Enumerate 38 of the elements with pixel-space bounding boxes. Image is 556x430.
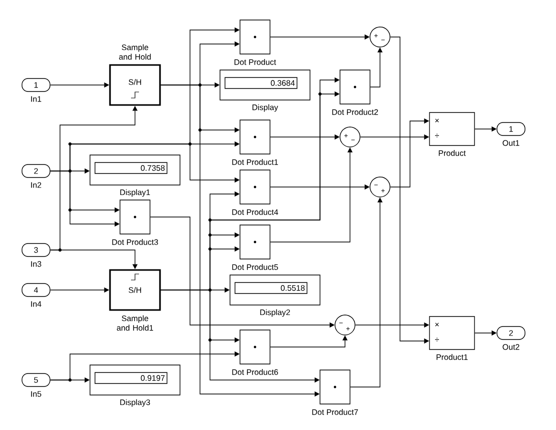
- block-caption: Display1: [120, 189, 150, 197]
- port-label: In1: [31, 96, 42, 102]
- display-block: 0.9197: [90, 364, 180, 396]
- block-caption: Sample and Hold1: [116, 315, 154, 331]
- outport: 1: [496, 122, 526, 136]
- block-caption: Dot Product2: [332, 109, 378, 115]
- block-caption: Dot Product3: [112, 239, 158, 245]
- display-block: 0.3684: [220, 70, 310, 100]
- block-caption: Sample and Hold: [119, 44, 151, 60]
- block-caption: Dot Product1: [232, 159, 278, 165]
- block-caption: Display: [252, 104, 278, 112]
- port-label: In5: [31, 391, 42, 397]
- block-caption: Dot Product7: [312, 409, 358, 415]
- block-caption: Dot Product: [234, 59, 276, 65]
- block-caption: Product1: [436, 354, 468, 360]
- inport: 1: [22, 78, 50, 92]
- inport: 4: [22, 283, 50, 297]
- block-caption: Dot Product6: [232, 369, 278, 375]
- sample-hold-block: S/H: [109, 64, 161, 106]
- port-label: Out2: [502, 344, 520, 350]
- display-block: 0.7358: [90, 154, 180, 186]
- port-label: In4: [31, 301, 42, 307]
- block-caption: Dot Product4: [232, 209, 278, 215]
- product-block: × ÷: [429, 316, 475, 350]
- block-caption: Product: [438, 150, 466, 156]
- inport: 5: [22, 373, 50, 387]
- display-block: 0.5518: [230, 274, 320, 306]
- sample-hold-block: S/H: [109, 269, 161, 311]
- inport: 3: [22, 243, 50, 257]
- port-label: In3: [31, 261, 42, 267]
- port-label: In2: [31, 182, 42, 188]
- outport: 2: [496, 326, 526, 340]
- block-caption: Display3: [120, 399, 150, 407]
- block-caption: Dot Product5: [232, 264, 278, 270]
- product-block: × ÷: [429, 112, 475, 146]
- port-label: Out1: [502, 140, 520, 146]
- block-caption: Display2: [260, 309, 290, 317]
- inport: 2: [22, 164, 50, 178]
